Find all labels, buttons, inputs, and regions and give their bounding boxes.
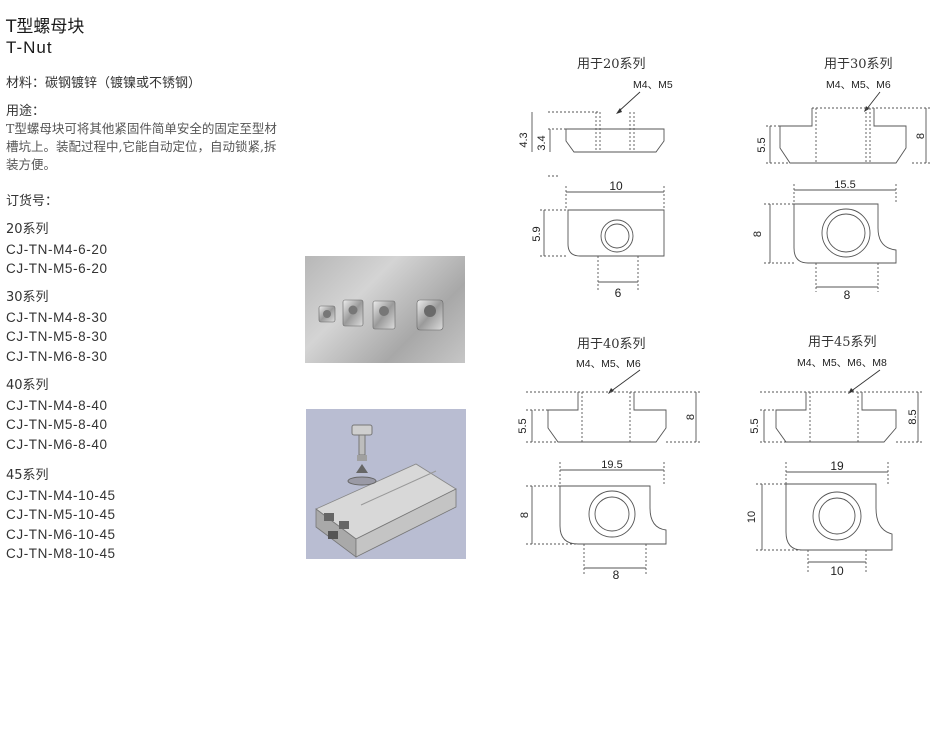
threads-40: M4、M5、M6 — [576, 358, 641, 370]
dim-40-h1: 5.5 — [517, 418, 529, 433]
series-title: 20系列 — [6, 222, 49, 237]
order-code: CJ-TN-M6-8-30 — [6, 348, 108, 364]
dim-30-width: 15.5 — [834, 179, 855, 191]
series-20-block: 20系列 CJ-TN-M4-6-20 CJ-TN-M5-6-20 — [6, 220, 108, 279]
order-code: CJ-TN-M5-8-40 — [6, 417, 108, 432]
usage-line-1: T型螺母块可将其他紧固件简单安全的固定至型材 — [6, 121, 277, 136]
order-code: CJ-TN-M4-6-20 — [6, 241, 108, 257]
order-code: CJ-TN-M4-8-40 — [6, 397, 108, 413]
dim-20-width: 10 — [609, 179, 623, 193]
series-45-block: 45系列 CJ-TN-M4-10-45 CJ-TN-M5-10-45 CJ-TN… — [6, 466, 116, 564]
dim-30-h1: 5.5 — [756, 137, 768, 152]
drawing-45-top: 19 10 10 — [746, 459, 893, 578]
dim-45-height: 10 — [746, 511, 758, 523]
drawing-45-side: M4、M5、M6、M8 5.5 8.5 — [749, 357, 924, 443]
order-code: CJ-TN-M5-8-30 — [6, 329, 108, 344]
caption-30: 用于30系列 — [824, 57, 893, 72]
dim-20-height: 5.9 — [531, 226, 543, 241]
series-title: 40系列 — [6, 378, 49, 393]
drawing-30-top: 15.5 8 8 — [752, 179, 897, 302]
drawing-20-side: M4、M5 4.3 3.4 — [518, 79, 673, 177]
dim-20-h1: 4.3 — [518, 132, 530, 147]
threads-30: M4、M5、M6 — [826, 79, 891, 91]
drawing-40-side: M4、M5、M6 5.5 8 — [517, 358, 700, 443]
dim-40-width: 19.5 — [601, 459, 622, 471]
drawing-20-top: 10 5.9 6 — [531, 179, 665, 300]
dim-40-bottom: 8 — [613, 568, 620, 582]
material-text: 材料：碳钢镀锌（镀镍或不锈钢） — [6, 76, 202, 91]
dim-45-bottom: 10 — [830, 564, 844, 578]
drawing-30-side: M4、M5、M6 5.5 8 — [756, 79, 930, 164]
order-code: CJ-TN-M4-10-45 — [6, 487, 116, 503]
dim-45-h2: 8.5 — [907, 409, 919, 424]
usage-label: 用途： — [6, 104, 46, 119]
order-code: CJ-TN-M4-8-30 — [6, 309, 108, 325]
drawing-40-top: 19.5 8 8 — [519, 459, 667, 582]
order-code: CJ-TN-M8-10-45 — [6, 546, 116, 561]
dim-45-width: 19 — [830, 459, 844, 473]
series-40-block: 40系列 CJ-TN-M4-8-40 CJ-TN-M5-8-40 CJ-TN-M… — [6, 376, 108, 454]
usage-text: T型螺母块可将其他紧固件简单安全的固定至型材 槽坑上。装配过程中,它能自动定位，… — [6, 120, 366, 174]
t-nut-photo-graphic — [318, 299, 444, 331]
series-title: 30系列 — [6, 290, 49, 305]
dim-30-bottom: 8 — [844, 288, 851, 302]
profile-assembly-graphic — [315, 424, 457, 558]
caption-45: 用于45系列 — [808, 335, 877, 350]
usage-line-2: 槽坑上。装配过程中,它能自动定位，自动锁紧,拆 — [6, 139, 277, 154]
dim-40-h2: 8 — [685, 414, 697, 420]
order-code: CJ-TN-M6-10-45 — [6, 526, 116, 542]
series-30-block: 30系列 CJ-TN-M4-8-30 CJ-TN-M5-8-30 CJ-TN-M… — [6, 288, 108, 366]
dim-30-h2: 8 — [915, 133, 927, 139]
usage-line-3: 装方便。 — [6, 157, 57, 172]
dim-20-bottom: 6 — [615, 286, 622, 300]
order-code: CJ-TN-M6-8-40 — [6, 436, 108, 452]
order-code: CJ-TN-M5-6-20 — [6, 261, 108, 276]
series-title: 45系列 — [6, 468, 49, 483]
title-en: T-Nut — [6, 38, 53, 57]
dim-40-height: 8 — [519, 512, 531, 518]
profile-render — [306, 409, 466, 559]
product-photo — [305, 256, 465, 363]
dim-30-height: 8 — [752, 231, 764, 237]
dim-45-h1: 5.5 — [749, 418, 761, 433]
caption-20: 用于20系列 — [577, 57, 646, 72]
threads-20: M4、M5 — [633, 79, 673, 91]
nut-small-2 — [342, 299, 364, 327]
nut-small-1 — [318, 305, 336, 323]
nut-medium — [372, 300, 396, 330]
order-code: CJ-TN-M5-10-45 — [6, 507, 116, 522]
caption-40: 用于40系列 — [577, 337, 646, 352]
dim-20-h2: 3.4 — [536, 135, 548, 150]
title-cn: T型螺母块 — [6, 17, 85, 37]
order-label: 订货号： — [6, 194, 59, 209]
threads-45: M4、M5、M6、M8 — [797, 357, 887, 369]
nut-large — [416, 299, 444, 331]
